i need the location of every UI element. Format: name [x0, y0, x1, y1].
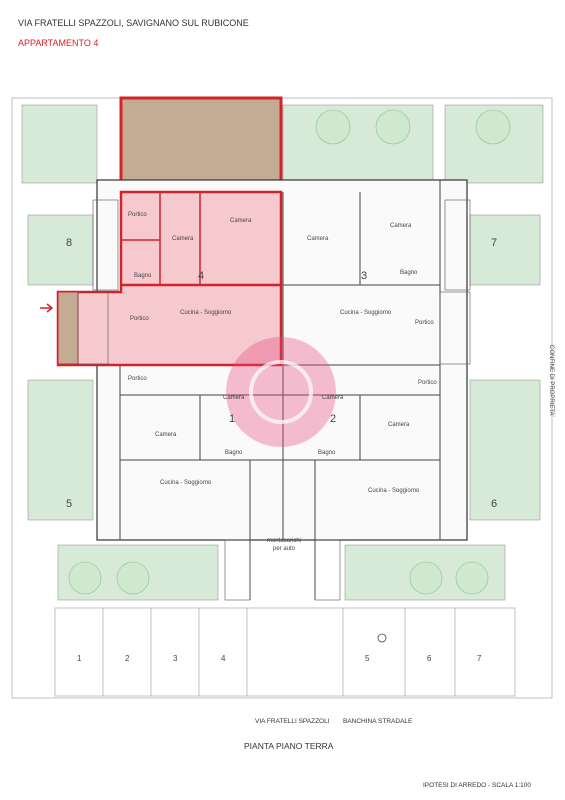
road-label-left: VIA FRATELLI SPAZZOLI: [255, 718, 330, 725]
room-bagno: Bagno: [225, 450, 243, 456]
plan-title: PIANTA PIANO TERRA: [244, 741, 334, 751]
room-cucina: Cucina - Soggiorno: [340, 310, 392, 316]
page-address: VIA FRATELLI SPAZZOLI, SAVIGNANO SUL RUB…: [18, 18, 249, 28]
tree-icon: [409, 561, 443, 595]
room-portico: Portico: [130, 316, 149, 322]
unit-number: 1: [229, 413, 236, 425]
parking-number: 7: [477, 654, 482, 663]
garden-left-upper: [27, 214, 94, 286]
room-camera: Camera: [230, 218, 252, 224]
parking-number: 4: [221, 654, 226, 663]
room-portico: Portico: [418, 380, 437, 386]
scale-note: IPOTESI DI ARREDO - SCALA 1:100: [423, 782, 532, 789]
room-camera: Camera: [223, 395, 245, 401]
room-cucina: Cucina - Soggiorno: [160, 480, 212, 486]
room-camera: Camera: [172, 236, 194, 242]
apartment-4-highlight: [56, 190, 283, 367]
boundary-label-left: CONFINE DI PROPRIETA': [0, 318, 2, 390]
room-cucina: Cucina - Soggiorno: [180, 310, 232, 316]
room-portico: Portico: [128, 212, 147, 218]
garden-number: 7: [491, 237, 498, 249]
brand-logo: [226, 337, 336, 447]
garden-left-lower: [27, 379, 94, 521]
accessibility-icon: [377, 633, 387, 643]
apt4-stairs: [57, 291, 79, 365]
apartment-title: APPARTAMENTO 4: [18, 38, 99, 48]
tree-icon: [455, 561, 489, 595]
garden-top-center: [282, 104, 434, 184]
parking-number: 2: [125, 654, 130, 663]
room-camera: Camera: [307, 236, 329, 242]
room-portico: Portico: [128, 376, 147, 382]
garden-right-upper: [469, 214, 541, 286]
parking-number: 5: [365, 654, 370, 663]
garden-number: 5: [66, 498, 73, 510]
unit-number: 2: [330, 413, 337, 425]
tree-icon: [116, 561, 150, 595]
car-lift-label: montacarichi per auto: [266, 538, 301, 552]
tree-icon: [315, 109, 351, 145]
room-bagno: Bagno: [134, 273, 152, 279]
parking-number: 6: [427, 654, 432, 663]
unit-number: 4: [198, 270, 205, 282]
tree-icon: [475, 109, 511, 145]
garden-top-left: [21, 104, 98, 184]
road-label-right: BANCHINA STRADALE: [343, 718, 413, 725]
parking-number: 1: [77, 654, 82, 663]
tree-icon: [375, 109, 411, 145]
garden-number: 6: [491, 498, 498, 510]
room-camera: Camera: [390, 223, 412, 229]
room-camera: Camera: [388, 422, 410, 428]
room-camera: Camera: [322, 395, 344, 401]
room-bagno: Bagno: [318, 450, 336, 456]
room-portico: Portico: [415, 320, 434, 326]
entry-arrow-icon: [40, 303, 54, 313]
room-camera: Camera: [155, 432, 177, 438]
garden-number: 8: [66, 237, 73, 249]
boundary-label-right: CONFINE DI PROPRIETA': [548, 345, 554, 417]
garden-right-lower: [469, 379, 541, 521]
unit-number: 3: [361, 270, 368, 282]
terrace-apt4: [119, 96, 283, 192]
room-bagno: Bagno: [400, 270, 418, 276]
parking-number: 3: [173, 654, 178, 663]
room-cucina: Cucina - Soggiorno: [368, 488, 420, 494]
tree-icon: [68, 561, 102, 595]
